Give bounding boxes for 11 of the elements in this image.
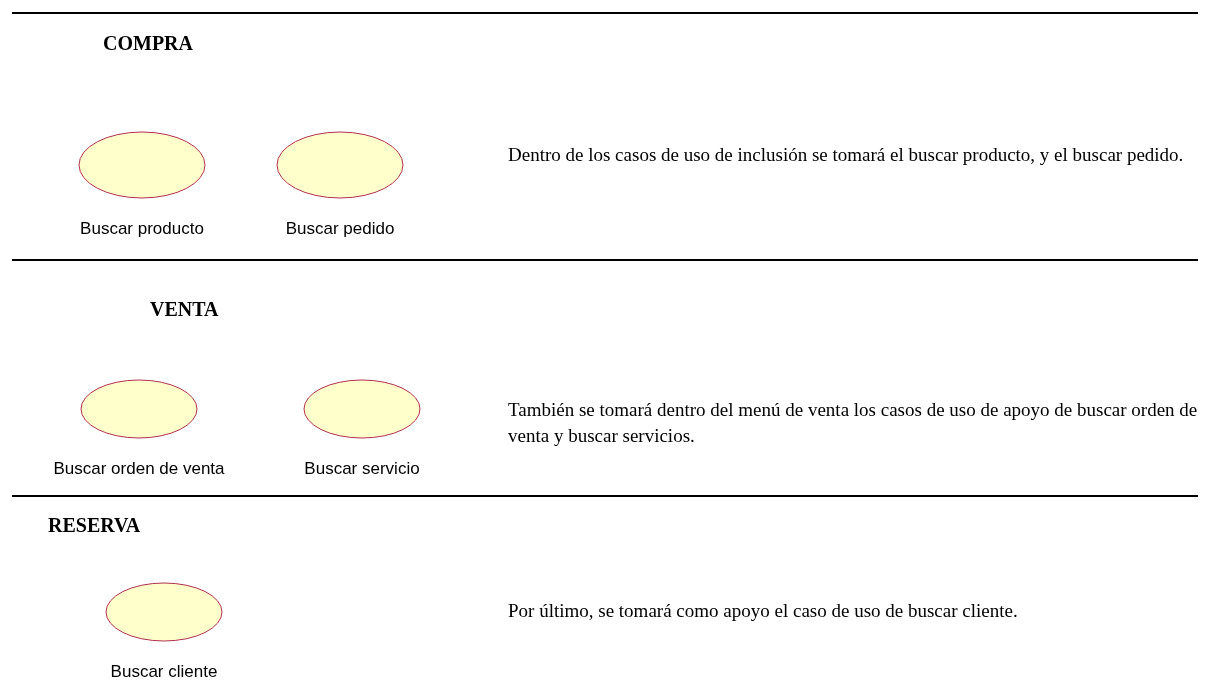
use-case-label: Buscar orden de venta — [53, 459, 225, 479]
use-case-label: Buscar pedido — [285, 219, 395, 239]
use-case-label: Buscar servicio — [304, 459, 420, 479]
description-paragraph: También se tomará dentro del menú de venta los casos de uso de apoyo de buscar orden de venta y buscar servicios. — [508, 398, 1198, 448]
use-case-label: Buscar cliente — [110, 662, 218, 682]
description-paragraph: Por último, se tomará como apoyo el caso de uso de buscar cliente. — [508, 599, 1019, 623]
use-case-label: Buscar producto — [80, 219, 204, 239]
section-heading: VENTA — [150, 298, 219, 321]
description-paragraph: Dentro de los casos de uso de inclusión se tomará el buscar producto, y el buscar pedido. — [508, 143, 1185, 167]
section-heading: RESERVA — [48, 514, 141, 537]
section-heading: COMPRA — [103, 32, 193, 55]
